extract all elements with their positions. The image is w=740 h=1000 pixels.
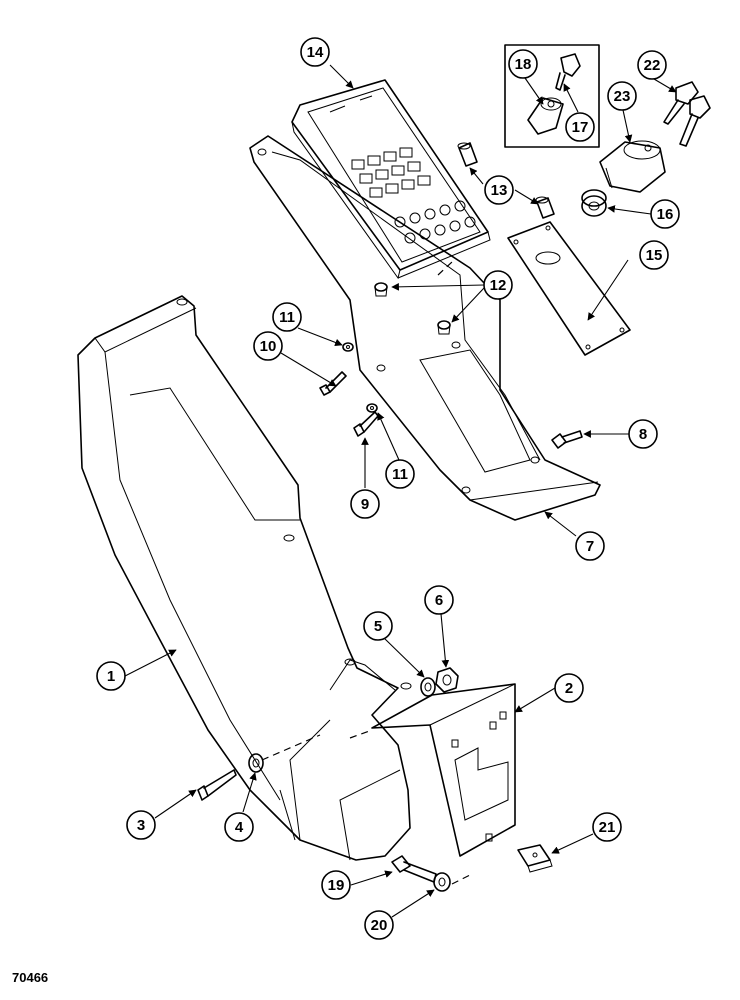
callout-7: 7 [575, 531, 605, 561]
callout-3: 3 [126, 810, 156, 840]
washer-11-upper [342, 342, 354, 352]
callout-12: 12 [483, 270, 513, 300]
callout-17: 17 [565, 112, 595, 142]
callout-11-upper: 11 [272, 302, 302, 332]
svg-text:21: 21 [599, 819, 616, 836]
svg-text:15: 15 [646, 247, 663, 264]
keys-22 [663, 81, 711, 147]
callout-14: 14 [300, 37, 330, 67]
bolt-3 [197, 769, 237, 801]
callout-5: 5 [363, 611, 393, 641]
reference-number: 70466 [12, 970, 48, 985]
callout-15: 15 [639, 240, 669, 270]
callout-19: 19 [321, 870, 351, 900]
knob-lower [535, 196, 555, 219]
leader-lines [124, 64, 677, 918]
lower-bracket [371, 683, 516, 857]
svg-text:19: 19 [328, 877, 345, 894]
grommet-upper [374, 282, 388, 297]
key-17 [555, 53, 581, 91]
washer-11-lower [366, 403, 378, 413]
svg-text:17: 17 [572, 119, 589, 136]
svg-text:1: 1 [107, 668, 115, 685]
washer-4 [248, 753, 264, 773]
knob-upper [457, 142, 478, 167]
callout-8: 8 [628, 419, 658, 449]
bolt-19 [391, 855, 437, 883]
svg-text:11: 11 [392, 466, 408, 483]
callout-10: 10 [253, 331, 283, 361]
svg-text:12: 12 [490, 277, 507, 294]
switch-body-18 [527, 97, 564, 135]
svg-text:20: 20 [371, 917, 388, 934]
instrument-panel-switches [394, 200, 476, 244]
svg-text:11: 11 [279, 309, 295, 326]
clip-21 [517, 844, 553, 873]
svg-text:3: 3 [137, 817, 145, 834]
callout-1: 1 [96, 661, 126, 691]
callout-2: 2 [554, 673, 584, 703]
switch-23 [599, 140, 666, 193]
grommet-lower [437, 320, 451, 335]
console-housing [77, 295, 412, 861]
svg-text:14: 14 [307, 44, 324, 61]
alignment-line-bracket [349, 729, 373, 739]
callout-4: 4 [224, 812, 254, 842]
svg-text:22: 22 [644, 57, 661, 74]
svg-text:5: 5 [374, 618, 382, 635]
callout-18: 18 [508, 49, 538, 79]
svg-text:9: 9 [361, 496, 369, 513]
nut-6 [435, 667, 459, 693]
callout-11-lower: 11 [385, 459, 415, 489]
svg-text:18: 18 [515, 56, 532, 73]
instrument-panel-warning-lights [351, 147, 431, 198]
svg-text:8: 8 [639, 426, 647, 443]
svg-text:10: 10 [260, 338, 277, 355]
instrument-panel [291, 79, 491, 280]
bolt-8 [551, 430, 583, 449]
callout-23: 23 [607, 81, 637, 111]
callout-21: 21 [592, 812, 622, 842]
callout-6: 6 [424, 585, 454, 615]
bolt-10 [319, 371, 347, 396]
callout-20: 20 [364, 910, 394, 940]
washer-5 [420, 677, 436, 697]
alignment-line-washer-4 [261, 734, 321, 761]
svg-text:23: 23 [614, 88, 631, 105]
callout-22: 22 [637, 50, 667, 80]
mounting-bracket-plate [249, 135, 601, 521]
callout-16: 16 [650, 199, 680, 229]
washer-20 [433, 872, 451, 892]
cover-plate [507, 221, 631, 356]
svg-text:16: 16 [657, 206, 674, 223]
ring-nut-16 [581, 189, 607, 217]
svg-text:4: 4 [235, 819, 244, 836]
svg-text:2: 2 [565, 680, 573, 697]
svg-text:6: 6 [435, 592, 443, 609]
callout-9: 9 [350, 489, 380, 519]
alignment-line-panel [437, 261, 453, 276]
svg-text:13: 13 [491, 182, 508, 199]
alignment-line-bolt-19 [451, 874, 471, 885]
callout-13: 13 [484, 175, 514, 205]
bolt-9 [353, 411, 379, 437]
svg-text:7: 7 [586, 538, 594, 555]
